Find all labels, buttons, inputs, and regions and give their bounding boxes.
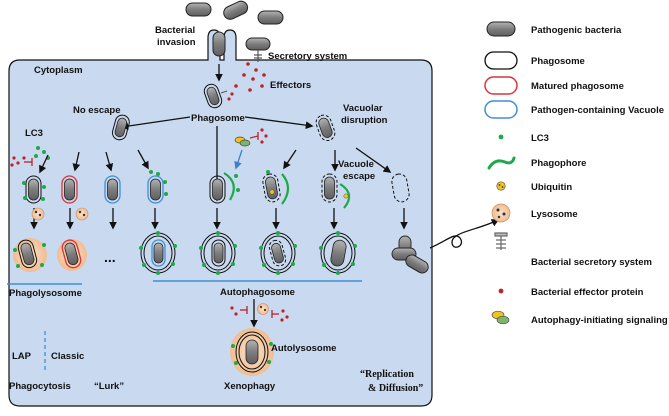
lc3-cluster — [10, 146, 50, 167]
row3-arrows — [30, 208, 408, 230]
legend-label-10: Bacterial effector protein — [531, 287, 644, 298]
bacterial-effector-protein-icon — [498, 288, 504, 294]
legend-label-9: Bacterial secretory system — [531, 257, 652, 268]
matured-phagosome — [61, 175, 78, 204]
autolysosome-label: Autolysosome — [271, 343, 336, 354]
diffusion-arrow — [429, 219, 500, 249]
pcv-lc3 — [147, 170, 168, 204]
empty-vacuole — [391, 173, 410, 203]
central-phagosome — [203, 83, 234, 109]
column-arrows — [39, 147, 392, 174]
disrupted-vacuole — [315, 114, 336, 141]
phagocytosis-label: Phagocytosis — [9, 381, 71, 392]
bacterial-invasion-label-2: invasion — [157, 37, 196, 48]
pcv — [104, 175, 121, 204]
phagosome-icon — [484, 51, 518, 70]
replication-label-1: “Replication — [360, 369, 414, 380]
lurk-label: “Lurk” — [94, 381, 124, 392]
vacuole-escape-label-1: Vacuole — [338, 159, 374, 170]
phagosome-label: Phagosome — [191, 113, 245, 124]
vacuolar-disruption-label-1: Vacuolar — [343, 103, 383, 114]
autolysosome-signal — [230, 303, 289, 322]
secretory-system-label: Secretory system — [268, 51, 347, 62]
cytoplasm-label: Cytoplasm — [34, 65, 83, 76]
legend-label-4: Pathogen-containing Vacuole — [531, 105, 664, 116]
outside-bacteria — [185, 0, 284, 57]
matured-phagosome-icon — [484, 76, 518, 95]
lysosome-icon — [491, 203, 511, 223]
autophagosome-1 — [139, 231, 177, 275]
legend-label-1: Pathogenic bacteria — [531, 25, 622, 36]
replicating-bacteria — [391, 235, 429, 274]
lap-label: LAP — [12, 351, 32, 362]
replication-label-2: & Diffusion” — [368, 383, 423, 394]
autophagosome-label: Autophagosome — [220, 287, 295, 298]
xenophagy-label: Xenophagy — [224, 381, 276, 392]
legend: Pathogenic bacteria Phagosome Matured ph… — [484, 21, 668, 326]
vacuolar-disruption-label-2: disruption — [341, 115, 388, 126]
no-escape-label: No escape — [73, 105, 121, 116]
lysosomes-small — [31, 207, 89, 221]
legend-label-11: Autophagy-initiating signaling — [531, 315, 668, 326]
legend-label-5: LC3 — [531, 133, 549, 144]
legend-label-6: Phagophore — [531, 158, 586, 169]
lc3-label: LC3 — [25, 128, 43, 139]
legend-label-7: Ubiquitin — [531, 182, 572, 193]
pathogen-containing-vacuole-icon — [484, 100, 518, 119]
autolysosome — [230, 328, 274, 376]
pathogenic-bacteria-icon — [486, 21, 516, 37]
secretory-needle — [254, 50, 262, 62]
bacterial-secretory-system-icon — [494, 232, 508, 250]
ellipsis: ... — [104, 249, 116, 265]
autophagy-initiating-signaling-icon — [491, 310, 510, 325]
phagolysosome-2 — [57, 239, 87, 271]
signal-complex — [234, 128, 268, 170]
no-escape-phagosome — [111, 114, 130, 141]
cell-cytoplasm — [8, 29, 433, 407]
vacuole-escape-label-2: escape — [343, 171, 375, 182]
phagolysosome-label: Phagolysosome — [9, 288, 82, 299]
lc3-icon — [498, 134, 504, 140]
effectors-label: Effectors — [270, 80, 311, 91]
legend-label-2: Phagosome — [531, 56, 585, 67]
vacuole-escape-compartment — [321, 173, 351, 209]
ubiquitin-icon — [496, 181, 506, 191]
legend-label-3: Matured phagosome — [531, 81, 624, 92]
phagophore-icon — [487, 156, 516, 170]
autophagosome-2 — [199, 231, 237, 275]
autophagosome-3 — [259, 231, 297, 275]
legend-label-8: Lysosome — [531, 209, 578, 220]
autophagosome-4 — [319, 231, 357, 275]
disrupted-vacuole-phagophore — [262, 170, 290, 205]
phagolysosome-1 — [13, 238, 47, 272]
classic-label: Classic — [51, 351, 84, 362]
effector-dots-top — [234, 62, 266, 92]
bacterial-invasion-label-1: Bacterial — [155, 25, 195, 36]
phagosome-phagophore — [209, 172, 240, 204]
lc3-phagosome — [22, 175, 46, 204]
